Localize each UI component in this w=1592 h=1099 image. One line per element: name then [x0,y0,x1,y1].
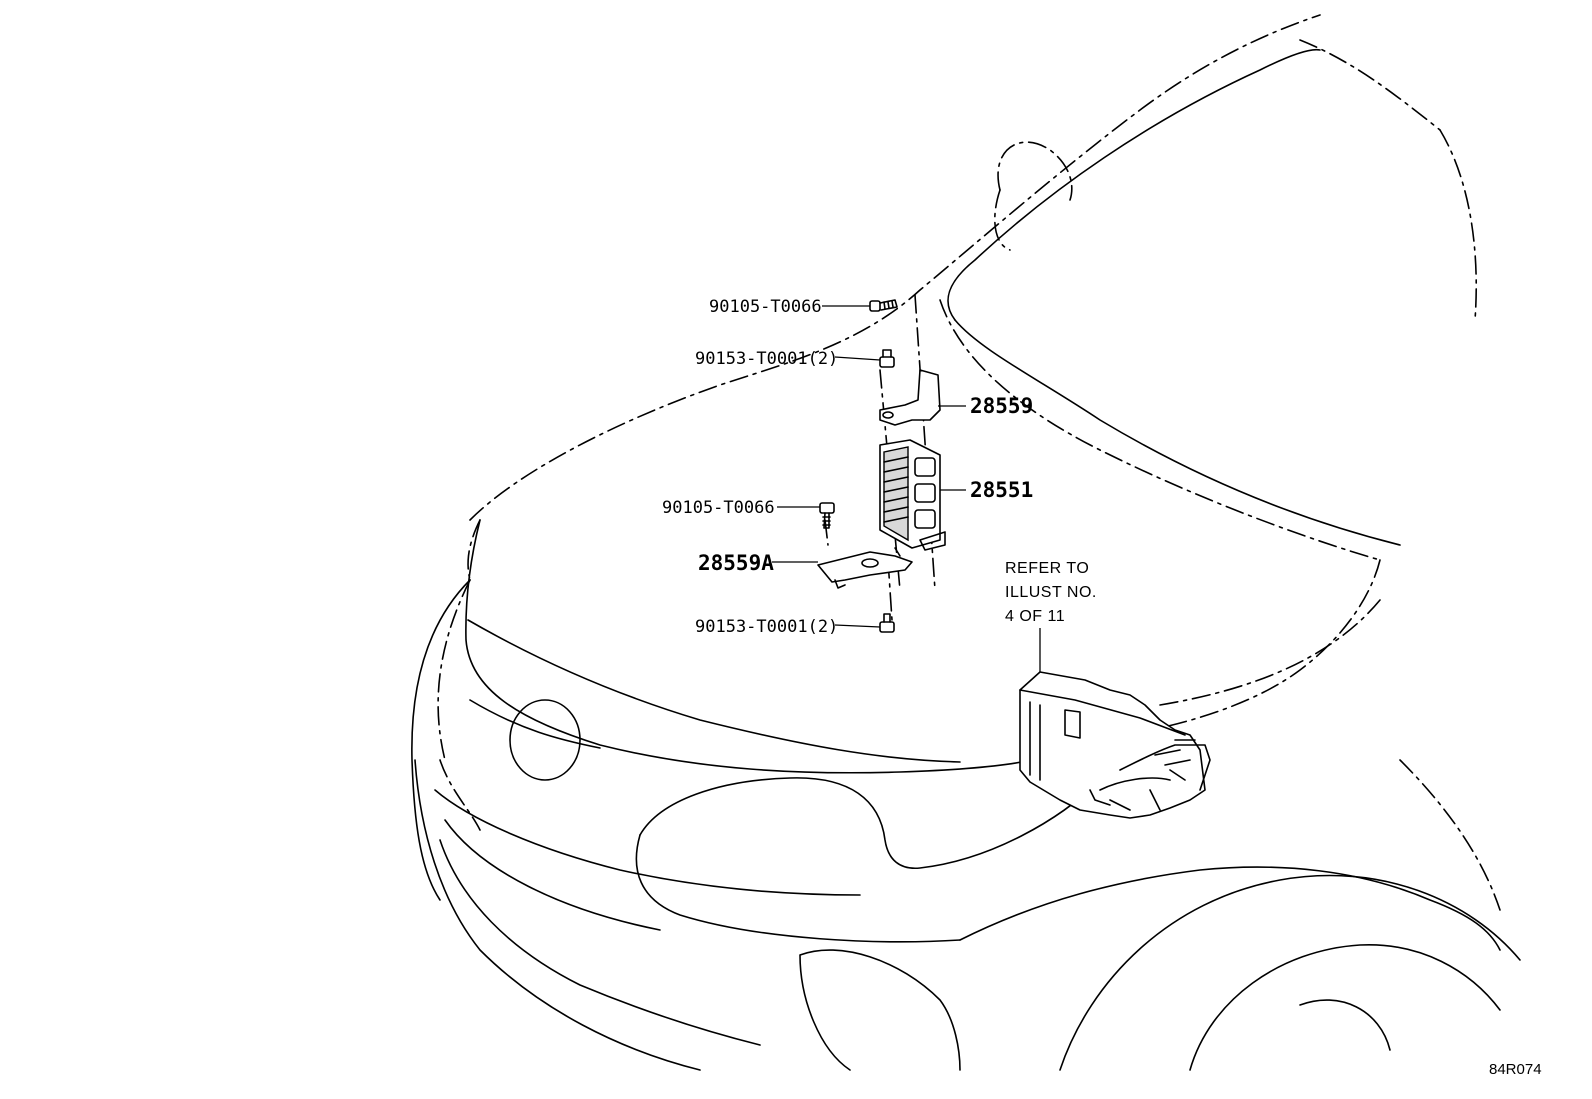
illustration-code: 84R074 [1489,1061,1542,1078]
nut-top [879,349,895,368]
callout-bracket-lower: 28559A [698,551,774,575]
bracket-upper [879,369,941,426]
phantom-outline [437,14,1501,911]
refer-note-line-3: 4 OF 11 [1005,608,1065,625]
refer-note: REFER TO ILLUST NO. 4 OF 11 [1005,560,1097,625]
callout-nut-top: 90153-T0001(2) [695,349,838,369]
relay-module [879,439,946,551]
relay-block-reference [1019,671,1211,819]
callout-bolt-top: 90105-T0066 [709,297,822,317]
leader-lines [772,305,1041,672]
refer-note-line-1: REFER TO [1005,560,1089,577]
callout-relay: 28551 [970,478,1033,502]
callout-nut-bottom: 90153-T0001(2) [695,617,838,637]
vehicle-outline [411,48,1521,1071]
bolt-mid [819,502,835,529]
callout-bracket-upper: 28559 [970,394,1033,418]
callout-bolt-mid: 90105-T0066 [662,498,775,518]
callout-labels: 90105-T0066 90153-T0001(2) 28559 28551 9… [662,297,1033,637]
refer-note-line-2: ILLUST NO. [1005,584,1097,601]
bracket-lower [817,547,913,589]
bolt-top [869,299,898,312]
